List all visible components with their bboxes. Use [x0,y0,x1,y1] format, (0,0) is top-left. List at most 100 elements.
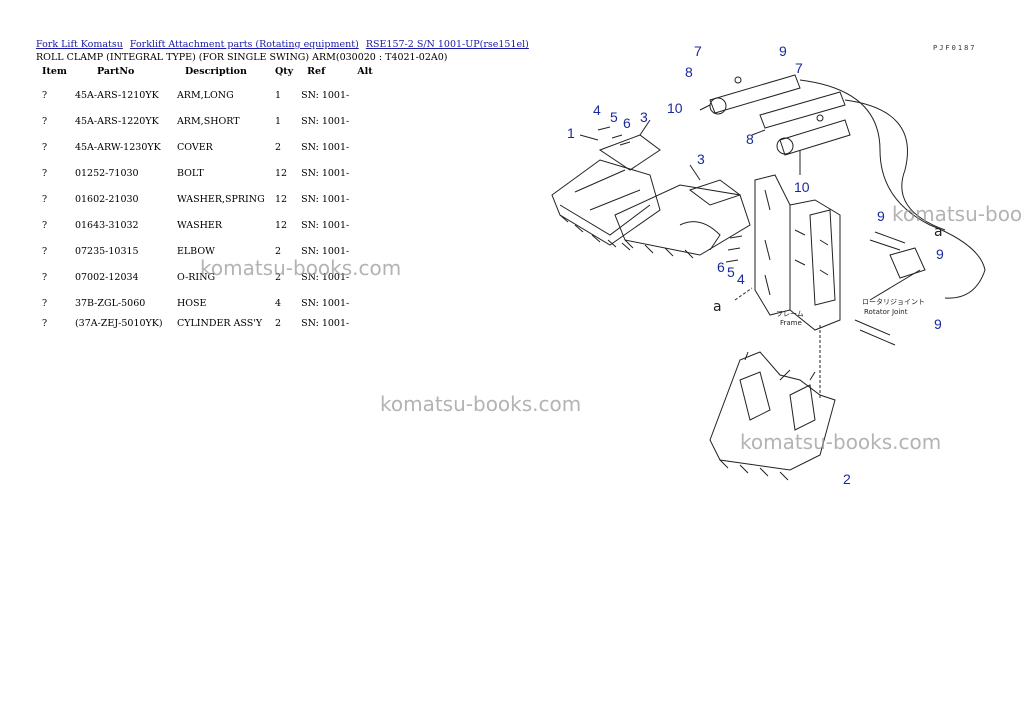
breadcrumb-link-category[interactable]: Forklift Attachment parts (Rotating equi… [129,39,359,50]
frame-drawing [754,174,791,316]
cell-item: ? [42,297,48,309]
callout-9d: 9 [934,316,942,332]
cell-ref: SN: 1001- [301,297,350,309]
cell-item: ? [42,167,48,179]
callout-6: 6 [623,115,631,131]
callout-2: 2 [843,471,851,487]
cell-partno: 45A-ARS-1220YK [74,115,159,127]
cell-item: ? [42,115,48,127]
cell-ref: SN: 1001- [301,115,350,127]
cell-qty: 2 [274,317,281,329]
rotator-joint-drawing [889,247,926,279]
cell-description: WASHER,SPRING [176,193,265,205]
callout-8: 8 [685,64,693,80]
parts-diagram: 1 2 3 3 4 4 5 5 6 6 7 7 8 8 9 9 9 9 10 1… [551,43,986,487]
cell-qty: 2 [274,271,281,283]
callout-5b: 5 [727,264,735,280]
cell-alt [353,290,381,316]
table-row: ? 01602-21030 WASHER,SPRING 12 SN: 1001- [36,186,381,212]
cell-alt [353,212,381,238]
arm-short-drawing [614,184,751,256]
parts-table: Item PartNo Description Qty Ref Alt ? 45… [36,64,381,330]
cell-ref: SN: 1001- [301,141,350,153]
cell-alt [353,160,381,186]
callout-3: 3 [640,109,648,125]
cell-description: ARM,LONG [176,89,234,101]
cell-partno: 07235-10315 [74,245,139,257]
header-partno: PartNo [96,66,135,77]
label-a-left: a [713,299,722,315]
cell-alt [353,238,381,264]
callout-1: 1 [567,125,575,141]
cell-partno: 07002-12034 [74,271,139,283]
label-a-right: a [934,224,943,240]
cell-qty: 2 [274,245,281,257]
table-row: ? 01643-31032 WASHER 12 SN: 1001- [36,212,381,238]
cell-item: ? [42,141,48,153]
breadcrumb-link-brand[interactable]: Fork Lift Komatsu [36,39,123,50]
callout-7b: 7 [795,60,803,76]
cell-qty: 1 [274,115,281,127]
cell-alt [353,108,381,134]
header-ref: Ref [307,66,326,77]
cell-qty: 12 [274,219,288,231]
cell-description: ARM,SHORT [176,115,240,127]
header-qty: Qty [274,66,294,77]
callout-9: 9 [779,43,787,59]
cell-partno: 37B-ZGL-5060 [74,297,146,309]
cell-partno: 45A-ARW-1230YK [74,141,161,153]
cell-partno: 45A-ARS-1210YK [74,89,159,101]
table-row: ? 07002-12034 O-RING 2 SN: 1001- [36,264,381,290]
cell-ref: SN: 1001- [301,89,350,101]
table-header-row: Item PartNo Description Qty Ref Alt [36,64,381,82]
table-row: ? 01252-71030 BOLT 12 SN: 1001- [36,160,381,186]
cell-description: ELBOW [176,245,215,257]
diagram-code: PJF0187 [933,44,977,52]
cell-ref: SN: 1001- [301,167,350,179]
cell-qty: 1 [274,89,281,101]
table-row: ? 45A-ARW-1230YK COVER 2 SN: 1001- [36,134,381,160]
cell-alt [353,82,381,108]
cell-item: ? [42,271,48,283]
cell-qty: 4 [274,297,281,309]
callout-9c: 9 [936,246,944,262]
callout-4b: 4 [737,271,745,287]
arm-short-lower-drawing [709,351,836,471]
cell-partno: (37A-ZEJ-5010YK) [74,317,163,329]
cell-qty: 2 [274,141,281,153]
cell-description: COVER [176,141,213,153]
cell-item: ? [42,317,48,329]
header-description: Description [184,66,247,77]
cell-item: ? [42,193,48,205]
callout-5: 5 [610,109,618,125]
callout-8b: 8 [746,131,754,147]
callout-10: 10 [667,100,683,116]
cell-description: O-RING [176,271,216,283]
cell-partno: 01643-31032 [74,219,139,231]
cell-description: BOLT [176,167,204,179]
callout-3b: 3 [697,151,705,167]
table-row: ? 37B-ZGL-5060 HOSE 4 SN: 1001- [36,290,381,316]
page-title: ROLL CLAMP (INTEGRAL TYPE) (FOR SINGLE S… [36,52,448,63]
cell-partno: 01252-71030 [74,167,139,179]
breadcrumb-link-model[interactable]: RSE157-2 S/N 1001-UP(rse151el) [365,39,529,50]
callout-6b: 6 [717,259,725,275]
cell-item: ? [42,89,48,101]
cell-description: WASHER [176,219,222,231]
table-row: ? 07235-10315 ELBOW 2 SN: 1001- [36,238,381,264]
label-rotator: Rotator Joint [864,308,908,316]
table-row: ? 45A-ARS-1210YK ARM,LONG 1 SN: 1001- [36,82,381,108]
cell-ref: SN: 1001- [301,193,350,205]
cell-item: ? [42,219,48,231]
cell-item: ? [42,245,48,257]
callout-9b: 9 [877,208,885,224]
cell-alt [353,264,381,290]
cell-ref: SN: 1001- [301,317,350,329]
table-row: ? (37A-ZEJ-5010YK) CYLINDER ASS'Y 2 SN: … [36,316,381,330]
cell-description: HOSE [176,297,207,309]
cell-ref: SN: 1001- [301,219,350,231]
label-frame-jp: フレーム [776,310,804,318]
label-rotator-jp: ロータリジョイント [862,297,925,306]
cell-alt [353,316,381,330]
cell-qty: 12 [274,193,288,205]
